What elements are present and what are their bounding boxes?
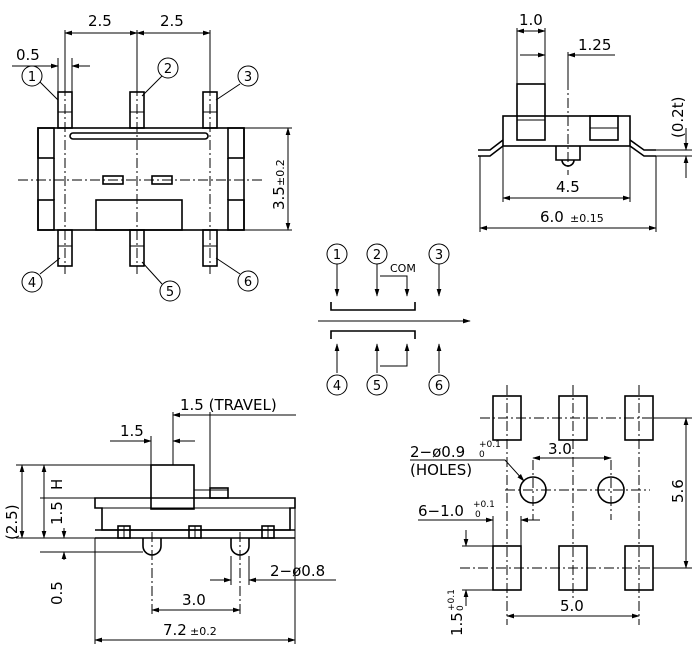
pin-callout-4 [21,271,43,293]
dim-pitch-left: 2.5 [88,12,112,30]
dim-pcb-row-spacing: 5.6 [669,479,687,503]
pcb-footprint: 3.0 2−ø0.9 +0.1 0 (HOLES) 6−1.0 +0.1 0 5… [410,385,692,636]
schematic-pin-label-5: 5 [373,379,381,394]
dim-pcb-hole-spacing: 3.0 [548,440,572,458]
dim-length-tol: ±0.2 [190,625,217,638]
dim-pcb-pads: 6−1.0 [418,502,464,520]
dim-height-tol: ±0.2 [274,159,287,186]
dim-body-h: 1.5 [48,501,66,525]
dim-pcb-holes-note: (HOLES) [410,461,472,479]
pin-label-6: 6 [244,275,252,290]
dim-side-overall-tol: ±0.15 [570,212,604,225]
pin-5 [129,229,145,267]
dim-holes: 2−ø0.8 [270,562,325,580]
dim-side-2: 1.25 [578,36,611,54]
dim-pcb-holes-tol-bot: 0 [479,450,485,460]
pin-6 [202,229,218,267]
actuator [95,199,183,231]
dim-pcb-pad-height: 1.5 [448,612,466,636]
schematic-pin-5 [366,374,388,396]
side-knob [516,83,546,141]
dim-pin-h: 0.5 [48,581,66,605]
schematic-pin-label-3: 3 [435,248,443,263]
pin-callout-2 [157,57,179,79]
dim-height: 3.5 [270,186,288,210]
body-tab [37,127,55,159]
dim-pcb-pad-height-tol-top: +0.1 [447,589,457,611]
pin-label-1: 1 [28,70,36,85]
schematic-pin-6 [428,374,450,396]
body-tab [227,199,245,231]
pin-callout-3 [237,65,259,87]
pin-label-5: 5 [166,285,174,300]
dim-pitch-right: 2.5 [160,12,184,30]
pin-label-4: 4 [28,276,36,291]
front-knob [150,464,195,510]
dim-side-inner: 4.5 [556,178,580,196]
dim-side-offset: (0.2t) [669,97,687,138]
side-lead-left [478,139,504,151]
body-tab [227,127,245,159]
body-tab [37,199,55,231]
dim-pcb-holes: 2−ø0.9 [410,443,465,461]
front-view: 1.5 (TRAVEL) 1.5 (2.5) 1.5 [3,396,336,644]
schematic-pin-4 [326,374,348,396]
dim-knob: 1.5 [120,422,144,440]
dim-pin-width: 0.5 [16,46,40,64]
dim-length: 7.2 [163,621,187,639]
switch-body [37,127,245,231]
top-view: 2.5 2.5 0.5 [12,12,292,302]
pin-callout-1 [21,65,43,87]
pin-callout-5 [159,280,181,302]
schematic-pin-label-2: 2 [373,248,381,263]
dim-side-overall: 6.0 [540,208,564,226]
schematic-pin-label-1: 1 [333,248,341,263]
dim-side-1: 1.0 [519,11,543,29]
schematic-contact-bottom [330,330,416,339]
dim-h-label: H [48,479,66,490]
schematic-pin-label-4: 4 [333,379,341,394]
dim-pcb-pads-tol-top: +0.1 [473,500,495,510]
com-label: COM [390,262,416,275]
side-lead-right [629,139,656,151]
side-boss [555,146,581,161]
dim-pcb-holes-tol-top: +0.1 [479,440,501,450]
schematic-contact-top [330,302,416,311]
circuit-schematic: 1 2 3 COM 4 5 6 [318,243,471,396]
pin-label-3: 3 [244,70,252,85]
pin-label-2: 2 [164,62,172,77]
dim-hole-spacing: 3.0 [182,591,206,609]
dim-pcb-pad-spacing: 5.0 [560,597,584,615]
side-body [502,115,631,147]
dim-pcb-pads-tol-bot: 0 [475,510,481,520]
side-view: 1.0 1.25 (0.2t) 4.5 [478,11,692,232]
dim-travel: 1.5 (TRAVEL) [180,396,277,414]
pin-4 [57,229,73,267]
slot-top [69,132,209,140]
schematic-pin-label-6: 6 [435,379,443,394]
pin-callout-6 [237,270,259,292]
dim-pcb-pad-height-tol-bot: 0 [456,605,466,611]
dim-total-h: (2.5) [3,504,21,540]
